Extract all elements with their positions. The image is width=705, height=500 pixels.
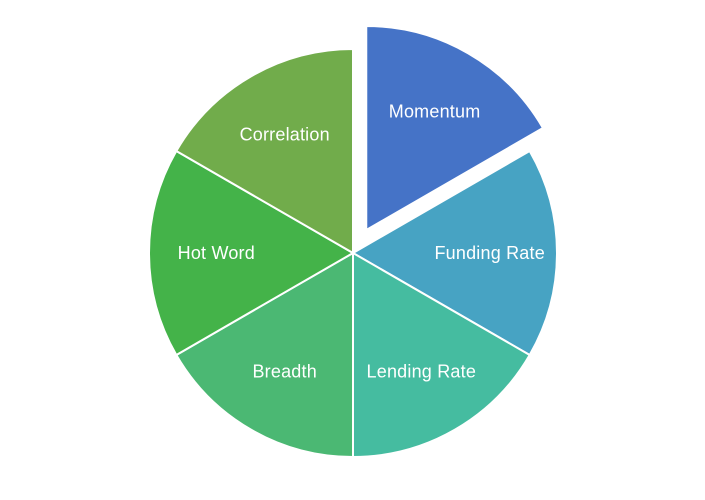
pie-slice-momentum[interactable] — [365, 25, 544, 232]
pie-slice-lending-rate[interactable] — [352, 252, 531, 458]
pie-slice-correlation[interactable] — [175, 48, 354, 254]
pie-slice-hot-word[interactable] — [147, 150, 354, 356]
pie-slice-breadth[interactable] — [175, 252, 354, 458]
pie-slice-funding-rate[interactable] — [352, 150, 559, 356]
